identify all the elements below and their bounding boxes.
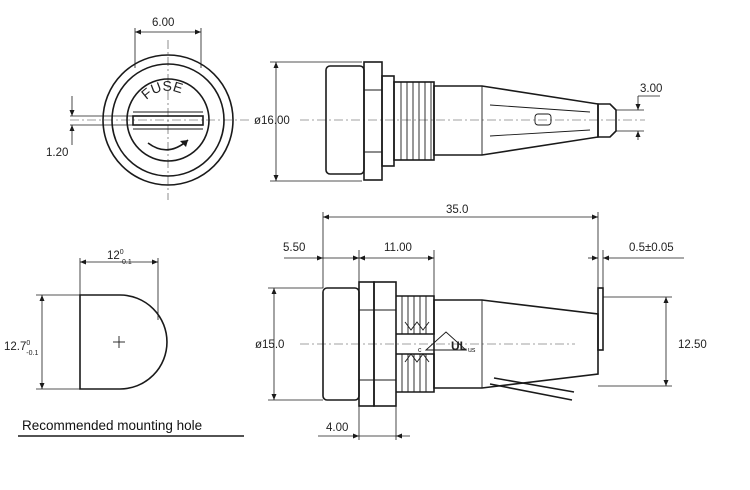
front-view: FUSE 6.00 1.20: [46, 17, 250, 200]
dim-cap-length: 5.50: [283, 242, 305, 254]
fuse-engraving: FUSE: [138, 78, 185, 103]
side-view-bottom: c UL us 35.0 5.50 11.00 0.5±0.05 ø15.0: [255, 204, 707, 440]
dim-panel-length: 4.00: [326, 422, 348, 434]
side-view-top: ø16.00 3.00: [254, 61, 662, 182]
dim-diameter-16: ø16.00: [254, 115, 290, 127]
dim-hole-height: 12.70-0.1: [4, 340, 38, 357]
dim-diameter-15: ø15.0: [255, 339, 284, 351]
rotate-arrow-icon: [180, 140, 188, 147]
dim-terminal-thickness: 0.5±0.05: [629, 242, 674, 254]
ul-mark: UL: [451, 339, 467, 353]
us-mark: us: [468, 347, 476, 354]
dim-front-width: 6.00: [152, 17, 174, 29]
mounting-hole-caption: Recommended mounting hole: [22, 418, 202, 433]
dim-overall-length: 35.0: [446, 204, 468, 216]
mounting-hole-view: 120-0.1 12.70-0.1 Recommended mounting h…: [4, 249, 244, 437]
dim-hole-width: 120-0.1: [107, 249, 132, 266]
dim-thread-length: 11.00: [384, 242, 412, 254]
thread-lines: [400, 82, 432, 160]
c-mark: c: [418, 347, 422, 354]
dim-front-slot: 1.20: [46, 147, 68, 159]
dim-tip-width: 3.00: [640, 83, 662, 95]
dim-terminal-height: 12.50: [678, 339, 707, 351]
cert-triangle-icon: [424, 331, 468, 351]
